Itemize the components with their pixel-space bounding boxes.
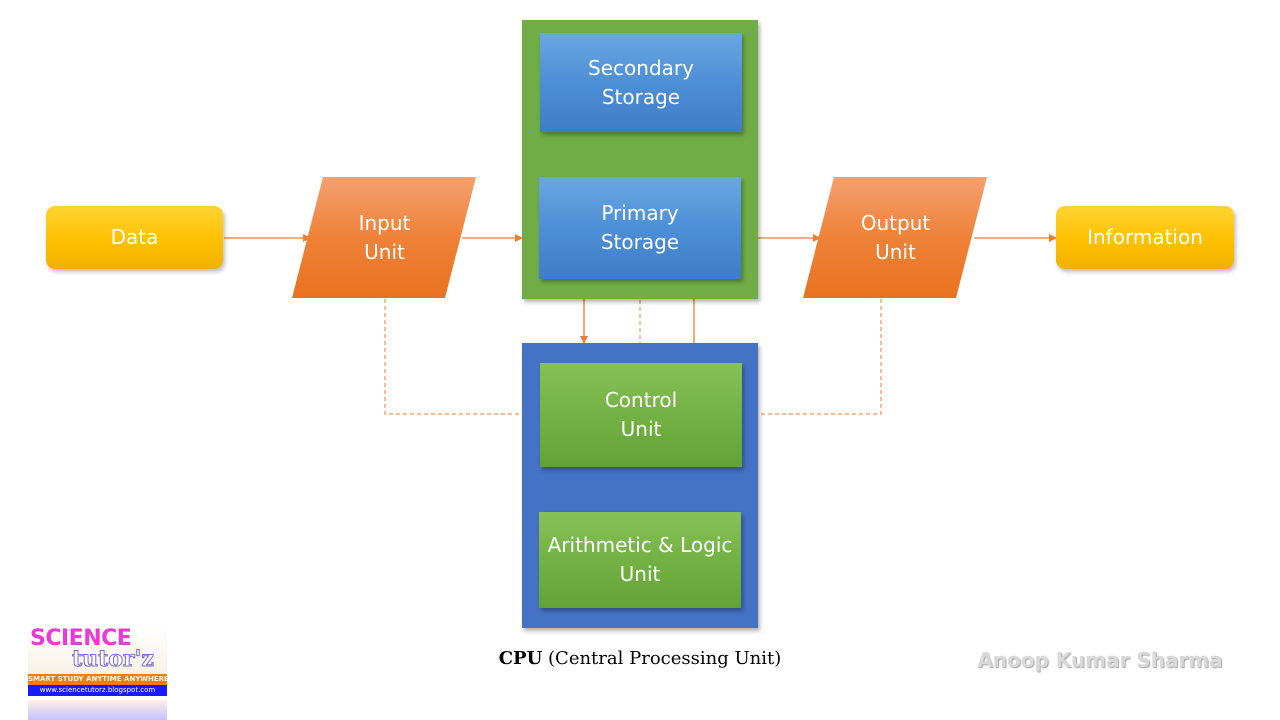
output-unit-label: Output Unit (860, 211, 931, 264)
control-unit-node: Control Unit (540, 363, 742, 467)
input-unit-label: Input Unit (358, 211, 411, 264)
secondary-storage-node: Secondary Storage (540, 33, 742, 132)
data-label: Data (110, 225, 159, 249)
dashed-input-to-control (384, 299, 540, 415)
logo-subtitle: tutor'z (72, 646, 155, 673)
science-tutorz-logo: SCIENCE tutor'z SMART STUDY ANYTIME ANYW… (28, 626, 167, 720)
alu-label: Arithmetic & Logic Unit (547, 533, 733, 586)
logo-tagline: SMART STUDY ANYTIME ANYWHERE (28, 674, 167, 685)
input-unit-node: Input Unit (312, 177, 457, 299)
output-unit-node: Output Unit (823, 177, 968, 299)
logo-title: SCIENCE (30, 626, 132, 651)
author-watermark: Anoop Kumar Sharma (977, 648, 1223, 672)
output-unit-shape (803, 177, 987, 298)
alu-node: Arithmetic & Logic Unit (539, 512, 741, 608)
information-label: Information (1087, 225, 1203, 249)
primary-storage-label: Primary Storage (600, 201, 680, 254)
control-unit-label: Control Unit (604, 388, 678, 441)
caption-rest: (Central Processing Unit) (542, 648, 782, 669)
logo-url: www.sciencetutorz.blogspot.com (28, 685, 167, 696)
cpu-caption: CPU (Central Processing Unit) (440, 648, 840, 669)
input-unit-shape (292, 177, 476, 298)
secondary-storage-label: Secondary Storage (588, 55, 694, 109)
dashed-output-to-control (742, 299, 882, 415)
data-node: Data (46, 206, 223, 269)
logo-reflection (28, 700, 167, 720)
caption-bold: CPU (498, 648, 543, 669)
primary-storage-node: Primary Storage (539, 177, 741, 279)
information-node: Information (1056, 206, 1234, 269)
